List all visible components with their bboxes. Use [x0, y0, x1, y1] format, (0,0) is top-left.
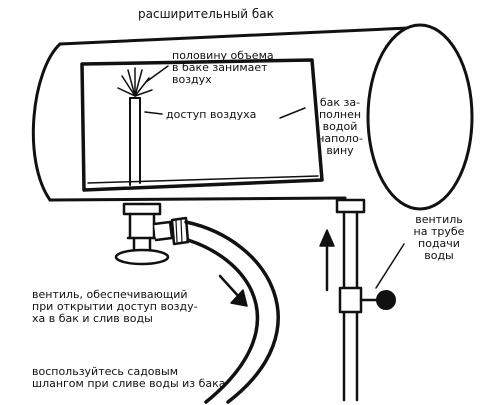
supply-flow-arrow-icon: [319, 229, 335, 292]
pointer-tank-half: [279, 107, 306, 119]
air-tube: [129, 97, 141, 186]
pointer-air-access: [144, 111, 163, 115]
drain-flow-arrow-icon: [218, 274, 248, 307]
supply-valve-label: вентиль на трубе подачи воды: [413, 213, 465, 262]
air-access-label: доступ воздуха: [166, 108, 257, 121]
pointer-supply-valve: [375, 243, 405, 289]
half-volume-label: половину объема в баке занимает воздух: [172, 49, 274, 86]
supply-valve-handle: [376, 290, 396, 310]
pointer-half-volume: [145, 65, 169, 83]
supply-pipe: [335, 198, 396, 402]
air-bubbles-icon: [117, 67, 153, 97]
hose-tip-label: воспользуйтесь садовым шлангом при сливе…: [32, 365, 226, 390]
drain-valve-label: вентиль, обеспечивающий при открытии дос…: [32, 288, 198, 325]
title-label: расширительный бак: [138, 7, 274, 21]
tank-body: [31, 23, 474, 211]
garden-hose: [184, 220, 280, 404]
drain-valve-assembly: [114, 202, 190, 266]
tank-end-cap: [366, 23, 474, 211]
drain-valve-handle: [114, 248, 170, 266]
tank-cutaway-window: [80, 58, 324, 192]
tank-half-full-label: бак за- полнен водой наполо- вину: [317, 96, 363, 157]
